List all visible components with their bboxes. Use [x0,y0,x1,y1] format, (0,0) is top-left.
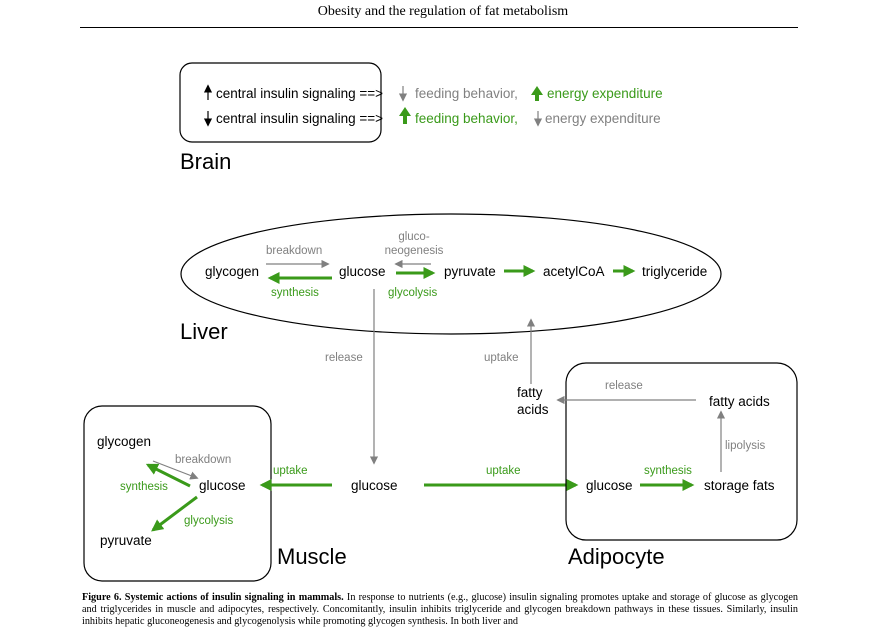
brain-line1-main: central insulin signaling ==> [216,86,383,101]
adipocyte-box [565,362,798,541]
liver-acetylcoa: acetylCoA [543,264,605,279]
brain-line2-energy: energy expenditure [545,111,661,126]
caption-text: In response to nutrients (e.g., glucose)… [82,592,798,627]
blood-glucose: glucose [351,478,398,493]
figure-caption: Figure 6. Systemic actions of insulin si… [82,592,798,632]
muscle-synthesis-arrow [145,463,191,488]
muscle-breakdown-arrow [152,460,199,480]
page-header-title: Obesity and the regulation of fat metabo… [317,4,569,19]
muscle-glycolysis-label: glycolysis [184,515,233,527]
muscle-pyruvate: pyruvate [100,533,152,548]
adipocyte-fatty-acids: fatty acids [709,394,770,409]
liver-ellipse [180,213,722,335]
header-rule [80,27,798,28]
liver-release-label: release [325,352,363,364]
liver-uptake-label: uptake [484,352,519,364]
adipocyte-release-label: release [605,380,643,392]
liver-label: Liver [180,319,228,344]
liver-glycogen: glycogen [205,264,259,279]
muscle-glycogen: glycogen [97,434,151,449]
adipocyte-lipolysis-label: lipolysis [725,440,766,452]
muscle-synthesis-label: synthesis [120,481,168,493]
adipocyte-storage-fats: storage fats [704,478,775,493]
brain-box [179,62,382,143]
muscle-label: Muscle [277,544,347,569]
liver-pyruvate: pyruvate [444,264,496,279]
adipocyte-uptake-label: uptake [486,465,521,477]
adipocyte-synthesis-label: synthesis [644,465,692,477]
brain-line1-energy: energy expenditure [547,86,663,101]
liver-gluconeogenesis-label-2: neogenesis [385,245,444,257]
liver-glucose: glucose [339,264,386,279]
brain-label: Brain [180,149,231,174]
muscle-glycolysis-arrow [151,495,198,532]
brain-line1-feeding: feeding behavior, [415,86,518,101]
up-arrow-icon [399,107,411,124]
liver-glycolysis-label: glycolysis [388,287,437,299]
muscle-breakdown-label: breakdown [175,454,231,466]
blood-fatty-acids-line2: acids [517,402,549,417]
adipocyte-label: Adipocyte [568,544,665,569]
liver-breakdown-label: breakdown [266,245,322,257]
muscle-glucose: glucose [199,478,246,493]
muscle-uptake-label: uptake [273,465,308,477]
liver-synthesis-label: synthesis [271,287,319,299]
muscle-box [83,405,272,582]
blood-fatty-acids-line1: fatty [517,385,543,400]
liver-gluconeogenesis-label-1: gluco- [398,231,429,243]
insulin-signaling-diagram: central insulin signaling ==> feeding be… [83,62,798,582]
brain-line2-feeding: feeding behavior, [415,111,518,126]
adipocyte-glucose: glucose [586,478,633,493]
liver-triglyceride: triglyceride [642,264,707,279]
brain-line2-main: central insulin signaling ==> [216,111,383,126]
caption-label: Figure 6. Systemic actions of insulin si… [82,592,344,603]
up-arrow-icon [531,86,543,101]
